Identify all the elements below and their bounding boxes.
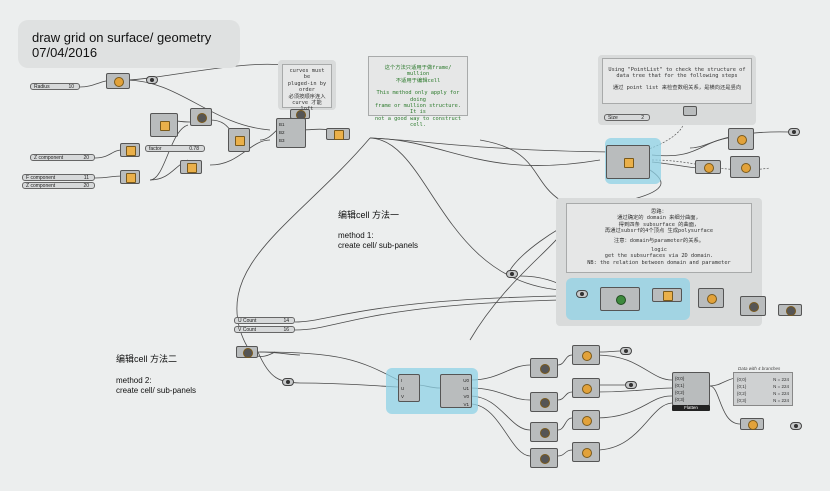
z-component-slider-1[interactable]: Z component 20	[30, 154, 95, 161]
move-component-3[interactable]	[180, 160, 202, 174]
flatten-label: Flatten	[672, 405, 710, 411]
relay-pill-5[interactable]	[282, 378, 294, 386]
polyline-icon	[749, 302, 759, 312]
move-icon	[160, 121, 170, 131]
isotrim-icon	[582, 351, 592, 361]
brep-component[interactable]	[652, 288, 682, 302]
move-icon	[235, 136, 245, 146]
surface-icon	[786, 306, 796, 316]
method2-en-label-a: method 2:	[116, 376, 152, 385]
scale-icon	[197, 113, 207, 123]
move-component-2[interactable]	[228, 128, 250, 152]
vector-xyz-2[interactable]	[120, 170, 140, 184]
method2-en-label-b: create cell/ sub-panels	[116, 386, 197, 395]
deconstruct-domain-component[interactable]: U0 U1 V0 V1	[440, 374, 472, 408]
data-panel[interactable]: Data with 4 branches {0;0}N = 224 {0;1}N…	[733, 366, 793, 406]
relay-pill-6[interactable]	[620, 347, 632, 355]
construct-domain-4[interactable]	[530, 448, 558, 468]
curve-icon	[737, 135, 747, 145]
polyline-component[interactable]	[740, 296, 766, 316]
data-panel-row: {0;0}N = 224	[737, 377, 789, 382]
scale-component[interactable]	[190, 108, 212, 126]
loft-component[interactable]: B1 B2 B3	[276, 118, 306, 148]
data-panel-row: {0;1}N = 224	[737, 384, 789, 389]
isotrim-icon	[582, 448, 592, 458]
point-list-icon	[624, 158, 634, 168]
relay-pill-8[interactable]	[790, 422, 802, 430]
relay-pill-1[interactable]	[146, 76, 158, 84]
circle-icon	[114, 77, 124, 87]
isotrim-1[interactable]	[572, 345, 600, 365]
f-component-slider[interactable]: F component 11	[22, 174, 95, 181]
z-component-slider-2[interactable]: Z component 20	[22, 182, 95, 189]
factor-slider[interactable]: factor 0.78	[145, 145, 205, 152]
method2-cn-label: 编辑cell 方法二	[116, 354, 178, 364]
entwine-component[interactable]: {0;0} {0;1} {0;2} {0;3}	[672, 372, 710, 406]
pointlist-small[interactable]	[683, 106, 697, 116]
relay-icon	[243, 348, 253, 358]
deconstruct-component[interactable]	[698, 288, 724, 308]
move-icon	[187, 163, 197, 173]
vector-xyz-1[interactable]	[120, 143, 140, 157]
data-panel-row: {0;2}N = 224	[737, 391, 789, 396]
title-group: draw grid on surface/ geometry 07/04/201…	[18, 20, 240, 68]
interpolate-comp[interactable]	[730, 156, 760, 178]
data-panel-title: Data with 4 branches	[738, 366, 781, 371]
method1-cn-label: 编辑cell 方法一	[338, 210, 400, 220]
isotrim-icon	[582, 416, 592, 426]
vector-icon	[126, 173, 136, 183]
list-length-comp[interactable]	[740, 418, 764, 430]
surface-output[interactable]	[778, 304, 802, 316]
curves-note: curves must be pluged-in by order 必须按顺序连…	[282, 64, 332, 112]
construct-domain-1[interactable]	[530, 358, 558, 378]
list-icon	[748, 420, 758, 430]
domain-icon	[540, 398, 550, 408]
domain-icon	[540, 428, 550, 438]
deconstruct-icon	[707, 294, 717, 304]
construct-domain-3[interactable]	[530, 422, 558, 442]
title-line-2: 07/04/2016	[32, 45, 98, 60]
interpolate-icon	[741, 163, 751, 173]
method-top-note: 这个方法只适用于做frame/ mullion 不适用于编辑cell This …	[368, 56, 468, 128]
dispatch-icon	[704, 163, 714, 173]
isotrim-icon	[582, 384, 592, 394]
domain-icon	[540, 454, 550, 464]
move-component-1[interactable]	[150, 113, 178, 137]
vector-icon	[126, 146, 136, 156]
construct-domain-2[interactable]	[530, 392, 558, 412]
dispatch-comp[interactable]	[695, 160, 721, 174]
u-count-slider[interactable]: U Count 14	[234, 317, 295, 324]
domain-icon	[540, 364, 550, 374]
grid-icon	[334, 130, 344, 140]
pointlist-component[interactable]	[606, 145, 650, 179]
relay-pill-3[interactable]	[506, 270, 518, 278]
isotrim-4[interactable]	[572, 442, 600, 462]
radius-slider[interactable]: Radius 10	[30, 83, 80, 90]
isotrim-component[interactable]	[600, 287, 640, 311]
relay-pill-4[interactable]	[576, 290, 588, 298]
v-count-slider[interactable]: V Count 16	[234, 326, 295, 333]
loft-output[interactable]	[326, 128, 350, 140]
relay-pill-7[interactable]	[625, 381, 637, 389]
isotrim-2[interactable]	[572, 378, 600, 398]
title-line-1: draw grid on surface/ geometry	[32, 30, 212, 45]
uv-relay[interactable]	[236, 346, 258, 358]
circle-component[interactable]	[106, 73, 130, 89]
relay-pill-2[interactable]	[788, 128, 800, 136]
method1-en-label-b: create cell/ sub-panels	[338, 241, 419, 250]
size-slider[interactable]: Size 2	[604, 114, 650, 121]
logic-note: 思路： 通过确定的 domain 来细分曲面， 得到四条 subsurface …	[566, 203, 752, 273]
data-panel-row: {0;3}N = 224	[737, 398, 789, 403]
brep-icon	[663, 291, 673, 301]
curve-comp-right[interactable]	[728, 128, 754, 150]
divide-domain-component[interactable]: I U V	[398, 374, 420, 402]
pointlist-note: Using "PointList" to check the structure…	[602, 58, 752, 104]
subsurface-icon	[616, 295, 626, 305]
isotrim-3[interactable]	[572, 410, 600, 430]
method1-en-label-a: method 1:	[338, 231, 374, 240]
